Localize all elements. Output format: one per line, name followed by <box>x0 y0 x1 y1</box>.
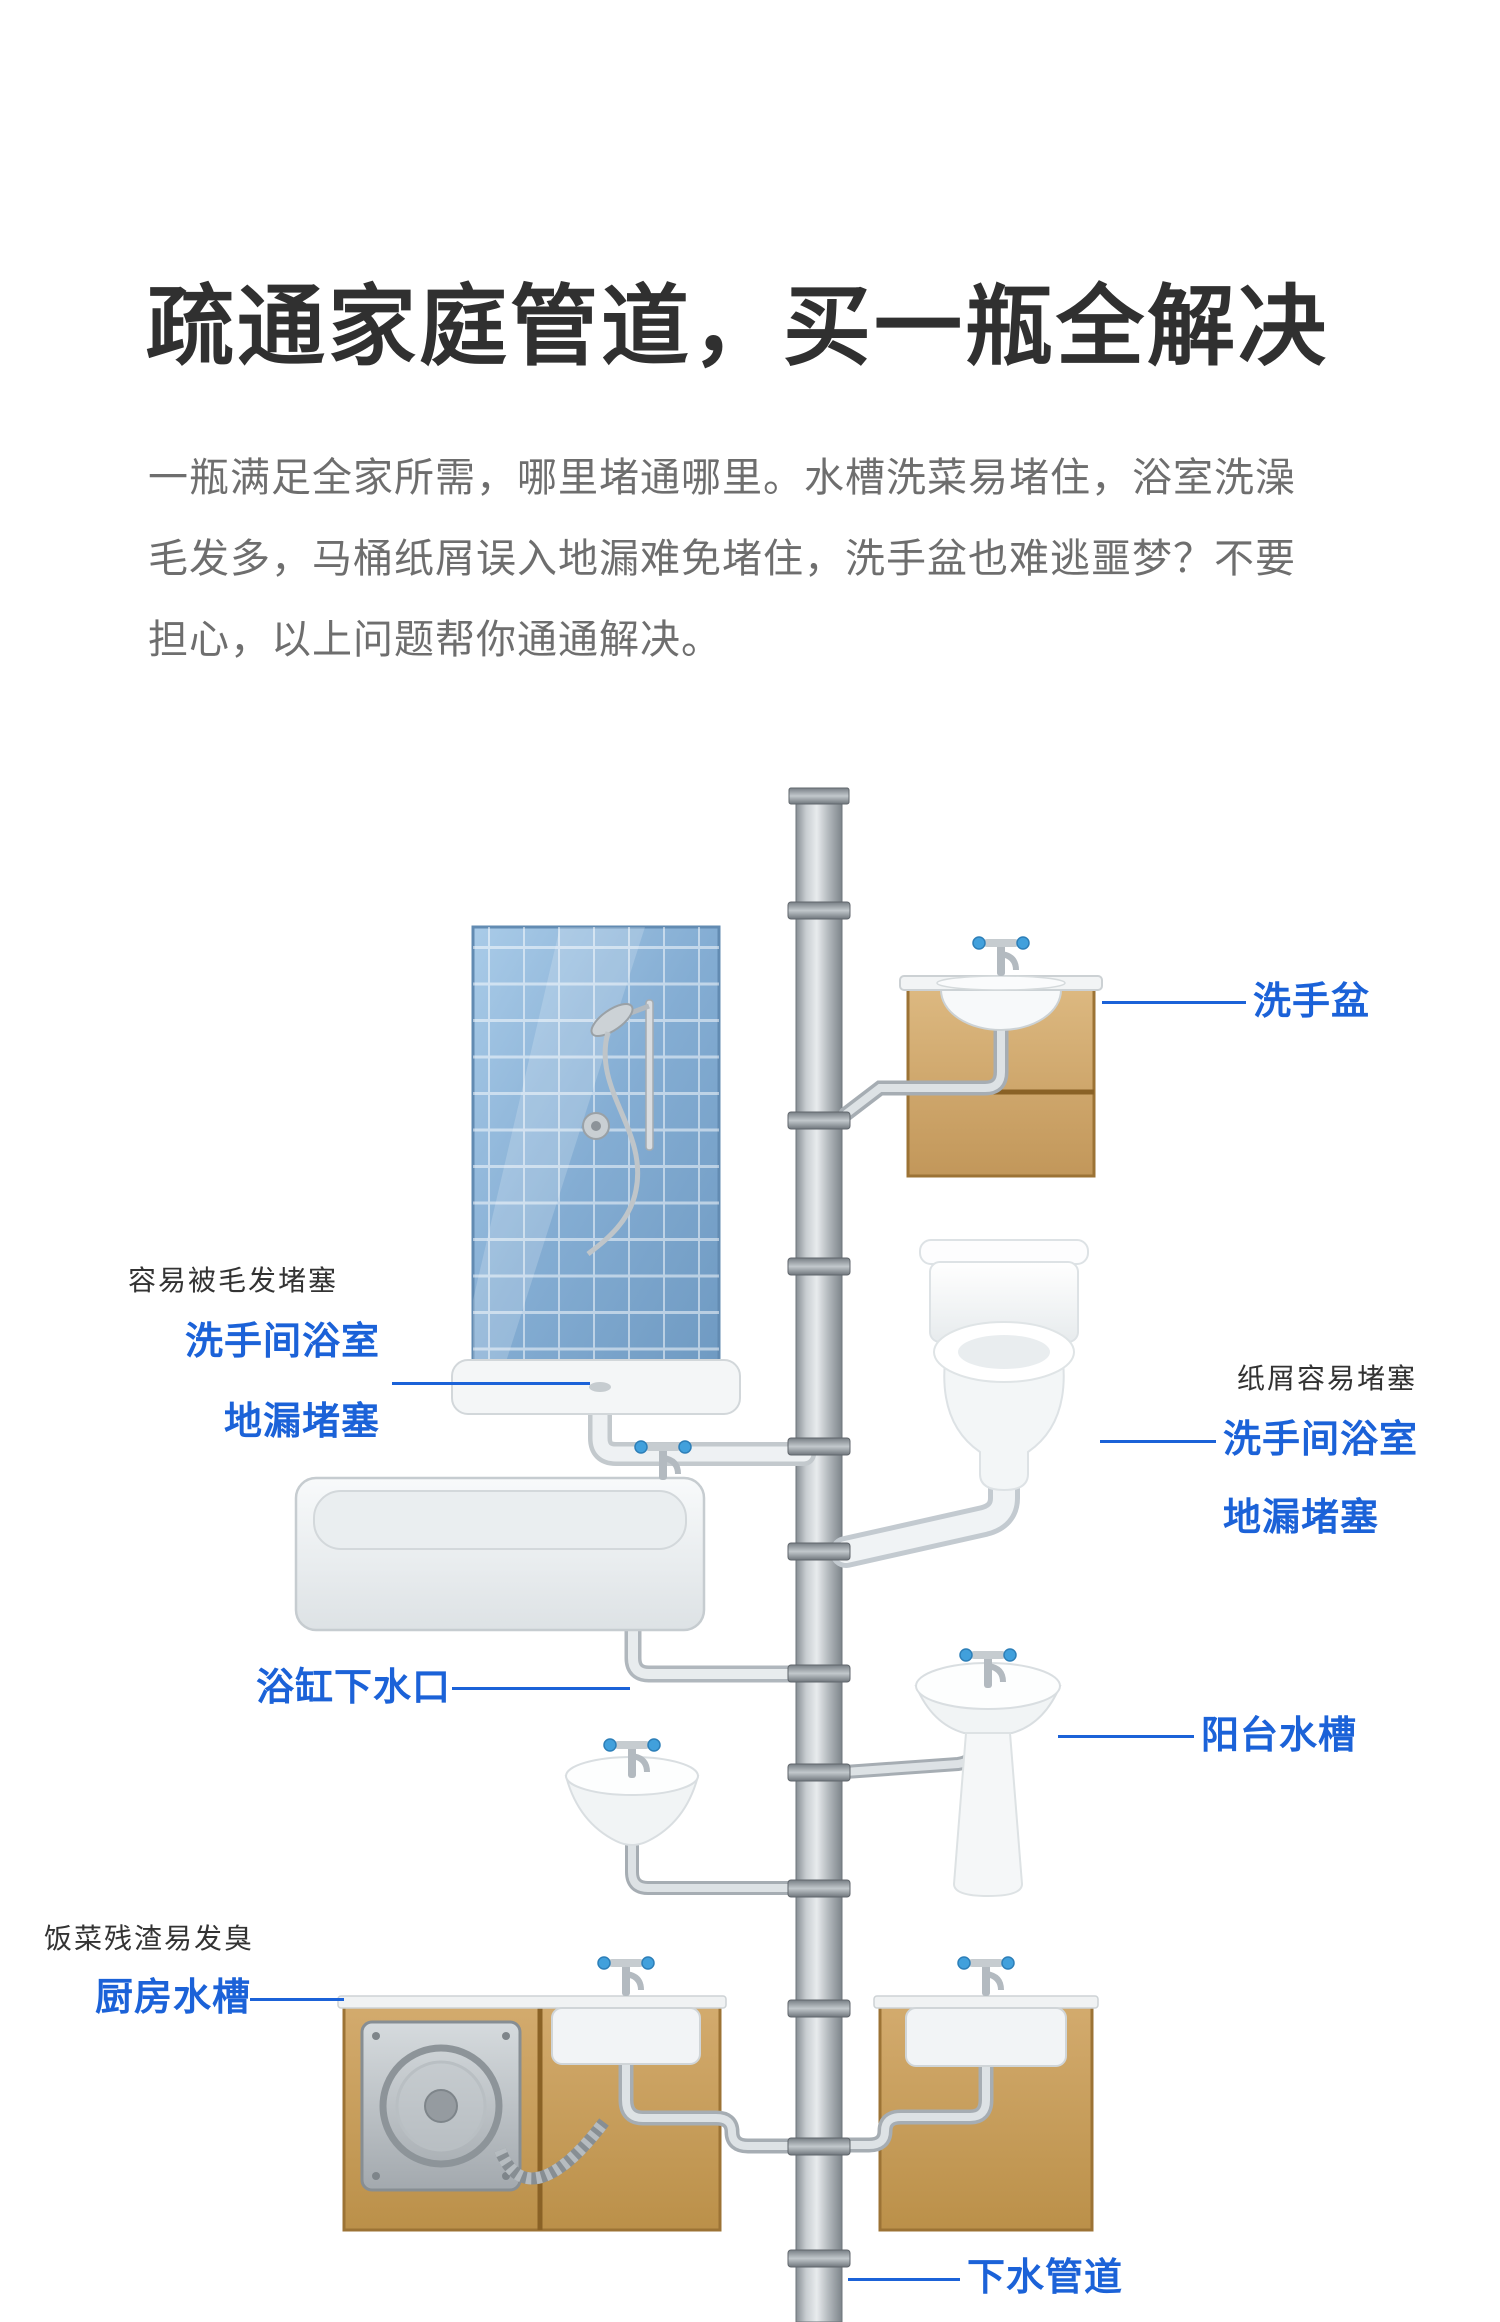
callout-line-sewer <box>848 2278 960 2281</box>
callout-line-bathtub <box>452 1687 630 1690</box>
wall-sink <box>564 1739 811 1895</box>
callout-line-shower <box>392 1382 590 1385</box>
callout-kitchen: 厨房水槽 <box>95 1977 252 2019</box>
callout-line-toilet <box>1100 1440 1216 1443</box>
callout-toilet-line2: 地漏堵塞 <box>1223 1497 1380 1539</box>
faucet-icon <box>958 1957 1014 1996</box>
callout-shower-line1: 洗手间浴室 <box>184 1321 380 1363</box>
intro-paragraph: 一瓶满足全家所需，哪里堵通哪里。水槽洗菜易堵住，浴室洗澡 毛发多，马桶纸屑误入地… <box>148 438 1296 681</box>
callout-bathtub: 浴缸下水口 <box>256 1667 452 1709</box>
washing-machine-icon <box>360 2020 522 2192</box>
shower-unit <box>451 925 816 1466</box>
intro-line-2: 毛发多，马桶纸屑误入地漏难免堵住，洗手盆也难逃噩梦？不要 <box>148 537 1296 581</box>
kitchen-sink-bowl <box>551 2007 701 2065</box>
callout-balcony: 阳台水槽 <box>1201 1715 1358 1757</box>
callout-line-basin <box>1102 1001 1246 1004</box>
shower-drain-icon <box>589 1382 611 1392</box>
sink-bowl <box>905 2007 1067 2067</box>
corrugated-hose-icon <box>494 2118 609 2185</box>
balcony-sink <box>838 1649 1062 1898</box>
toilet <box>830 1239 1089 1568</box>
callout-line-kitchen <box>250 1998 344 2001</box>
faucet-icon <box>598 1957 654 1996</box>
basin-bowl <box>939 989 1063 1031</box>
page-title: 疏通家庭管道，买一瓶全解决 <box>146 277 1330 376</box>
shower-head-icon <box>582 999 654 1256</box>
kitchen-cabinet <box>337 1957 812 2232</box>
pipe-couplings <box>787 901 851 2268</box>
callout-kitchen-note: 饭菜残渣易发臭 <box>44 1923 255 1954</box>
intro-line-1: 一瓶满足全家所需，哪里堵通哪里。水槽洗菜易堵住，浴室洗澡 <box>148 456 1296 500</box>
callout-shower-line2: 地漏堵塞 <box>223 1401 380 1443</box>
faucet-icon <box>973 937 1029 976</box>
callout-toilet-line1: 洗手间浴室 <box>1223 1419 1419 1461</box>
callout-line-balcony <box>1058 1735 1194 1738</box>
callout-toilet-note: 纸屑容易堵塞 <box>1237 1363 1418 1394</box>
kitchen-cabinet-right <box>830 1957 1099 2232</box>
callout-sewer: 下水管道 <box>967 2257 1124 2299</box>
washbasin-cabinet <box>838 937 1103 1178</box>
intro-line-3: 担心，以上问题帮你通通解决。 <box>148 618 722 662</box>
callout-shower-note: 容易被毛发堵塞 <box>128 1265 339 1296</box>
callout-basin: 洗手盆 <box>1253 981 1371 1023</box>
bathtub <box>294 1441 813 1683</box>
